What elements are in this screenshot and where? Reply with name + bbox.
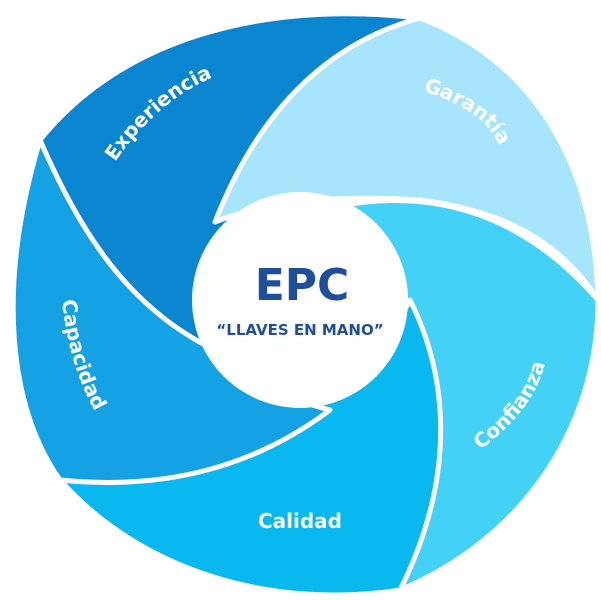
center-circle [192,192,408,408]
segment-label-calidad: Calidad [258,509,342,533]
center-title: EPC [255,260,350,311]
segment-capacidad [10,137,333,485]
center-subtitle: “LLAVES EN MANO” [216,321,383,339]
